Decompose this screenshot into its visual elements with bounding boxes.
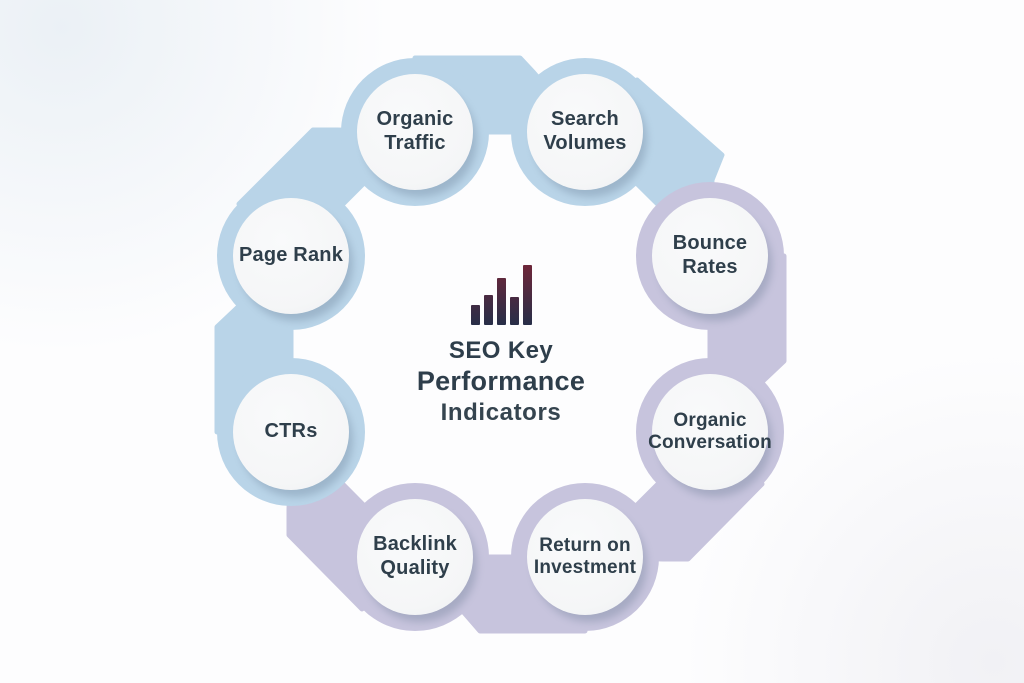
node-circle-page-rank	[233, 198, 349, 314]
node-circle-return-on-investment	[527, 499, 643, 615]
node-circle-backlink-quality	[357, 499, 473, 615]
node-circle-organic-conversation	[652, 374, 768, 490]
node-circles	[233, 74, 768, 615]
band-segments	[214, 55, 787, 634]
node-circle-ctrs	[233, 374, 349, 490]
node-circle-search-volumes	[527, 74, 643, 190]
node-circle-organic-traffic	[357, 74, 473, 190]
node-circle-bounce-rates	[652, 198, 768, 314]
